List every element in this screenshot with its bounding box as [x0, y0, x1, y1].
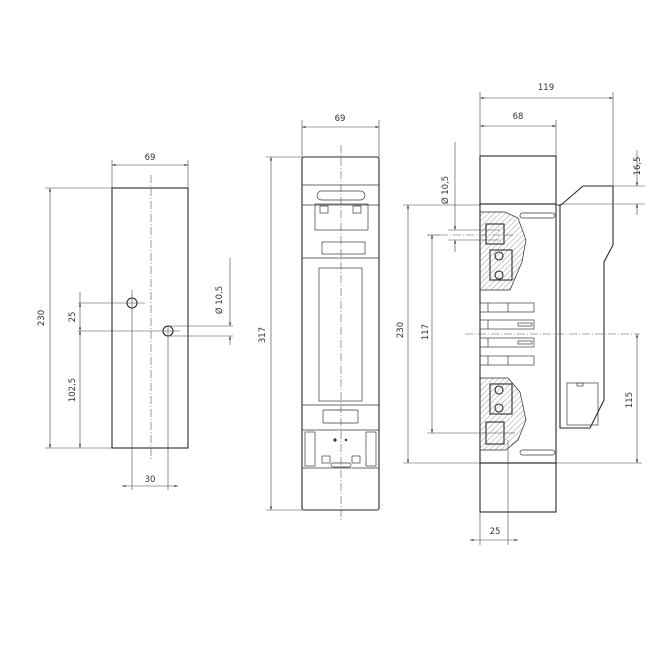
dim-label-hole-spacing: 25 — [68, 312, 78, 323]
fuse-indicator — [321, 241, 366, 255]
dim-label-total-depth: 119 — [538, 83, 554, 93]
dim-label-mount-height: 230 — [396, 322, 406, 338]
dim-label-hole-height: 102,5 — [68, 378, 78, 402]
mounting-plate-outline — [111, 187, 189, 449]
front-view: 69 317 — [258, 114, 380, 520]
handle-pocket — [566, 382, 599, 426]
dim-label-height: 230 — [37, 310, 47, 326]
dim-label-hole-diameter: Ø 10,5 — [440, 176, 451, 204]
lower-terminal-right — [365, 431, 377, 467]
dim-label-hole-offset: 30 — [145, 475, 156, 485]
lower-terminal-left — [304, 431, 316, 467]
device-body-outline — [301, 156, 380, 511]
fuse-window — [318, 267, 363, 402]
mounting-view: 69 230 25 102,5 30 Ø 10,5 — [37, 153, 233, 490]
upper-terminal-block — [314, 203, 369, 231]
dim-label-height: 317 — [258, 327, 268, 343]
dim-label-width: 69 — [335, 114, 346, 124]
dim-label-hole-diameter: Ø 10,5 — [214, 286, 225, 314]
dim-label-width: 69 — [145, 153, 156, 163]
dim-label-body-depth: 68 — [513, 112, 524, 122]
bottom-cap — [479, 462, 557, 513]
dim-label-handle-offset: 16,5 — [633, 157, 643, 176]
ventilation-slots — [479, 302, 535, 366]
dim-label-hole-spacing: 117 — [421, 324, 431, 340]
handle — [557, 185, 614, 429]
upper-contact-section — [479, 211, 527, 291]
dim-label-center-height: 115 — [625, 392, 635, 408]
dim-label-rail-offset: 25 — [490, 527, 501, 537]
top-cap — [479, 155, 557, 205]
side-view: 119 68 16,5 230 117 115 25 Ø 10,5 — [396, 83, 645, 545]
lower-label-slot — [322, 409, 359, 424]
